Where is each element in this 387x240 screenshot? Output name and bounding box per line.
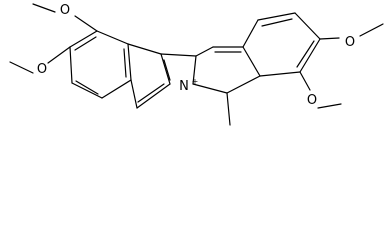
- ring-d: [242, 12, 321, 77]
- bond: [96, 30, 129, 45]
- methoxy-2: O: [32, 3, 98, 32]
- bond: [130, 79, 138, 109]
- nitrogen-atom: N +: [179, 77, 198, 94]
- bond: [47, 46, 71, 64]
- bond-inner: [75, 80, 99, 95]
- bond: [294, 12, 321, 40]
- bond: [299, 71, 311, 91]
- bond: [71, 82, 103, 99]
- ring-b: [127, 43, 197, 109]
- bond: [359, 23, 384, 37]
- bond: [74, 15, 98, 32]
- oxygen-label: O: [307, 93, 317, 108]
- bond: [226, 75, 261, 94]
- oxygen-label: O: [345, 35, 355, 50]
- nitrogen-label: N: [179, 79, 189, 94]
- bond: [259, 71, 301, 77]
- bond: [257, 12, 296, 21]
- bond-inner: [74, 36, 97, 51]
- oxygen-label: O: [37, 62, 47, 77]
- bond: [127, 43, 162, 55]
- methyl-bond: [226, 92, 231, 126]
- ring-c: [192, 46, 261, 94]
- bond: [299, 38, 321, 73]
- ring-a: [69, 30, 132, 99]
- bond: [317, 103, 342, 109]
- oxygen-label: O: [60, 3, 70, 18]
- methoxy-10: O: [319, 23, 384, 50]
- bond: [69, 30, 98, 48]
- bond: [160, 53, 171, 85]
- molecule-structure: O O O O N +: [9, 3, 384, 126]
- bond-inner: [261, 18, 293, 27]
- bond-inner: [163, 59, 171, 81]
- bond: [32, 3, 56, 13]
- bond: [242, 19, 259, 48]
- bond: [9, 61, 34, 74]
- bond-inner: [296, 40, 315, 68]
- bond-inner: [123, 48, 127, 78]
- methoxy-3: O: [9, 46, 71, 77]
- methoxy-9: O: [299, 71, 342, 109]
- bond: [192, 83, 228, 94]
- bond: [127, 43, 132, 81]
- bond: [160, 53, 197, 57]
- bond: [101, 79, 132, 99]
- bond: [136, 83, 171, 109]
- bond-inner: [137, 83, 165, 103]
- bond: [69, 46, 73, 84]
- bond: [242, 46, 261, 77]
- bond: [192, 55, 197, 85]
- bond: [195, 46, 214, 57]
- bond: [319, 37, 340, 40]
- positive-charge: +: [192, 77, 199, 86]
